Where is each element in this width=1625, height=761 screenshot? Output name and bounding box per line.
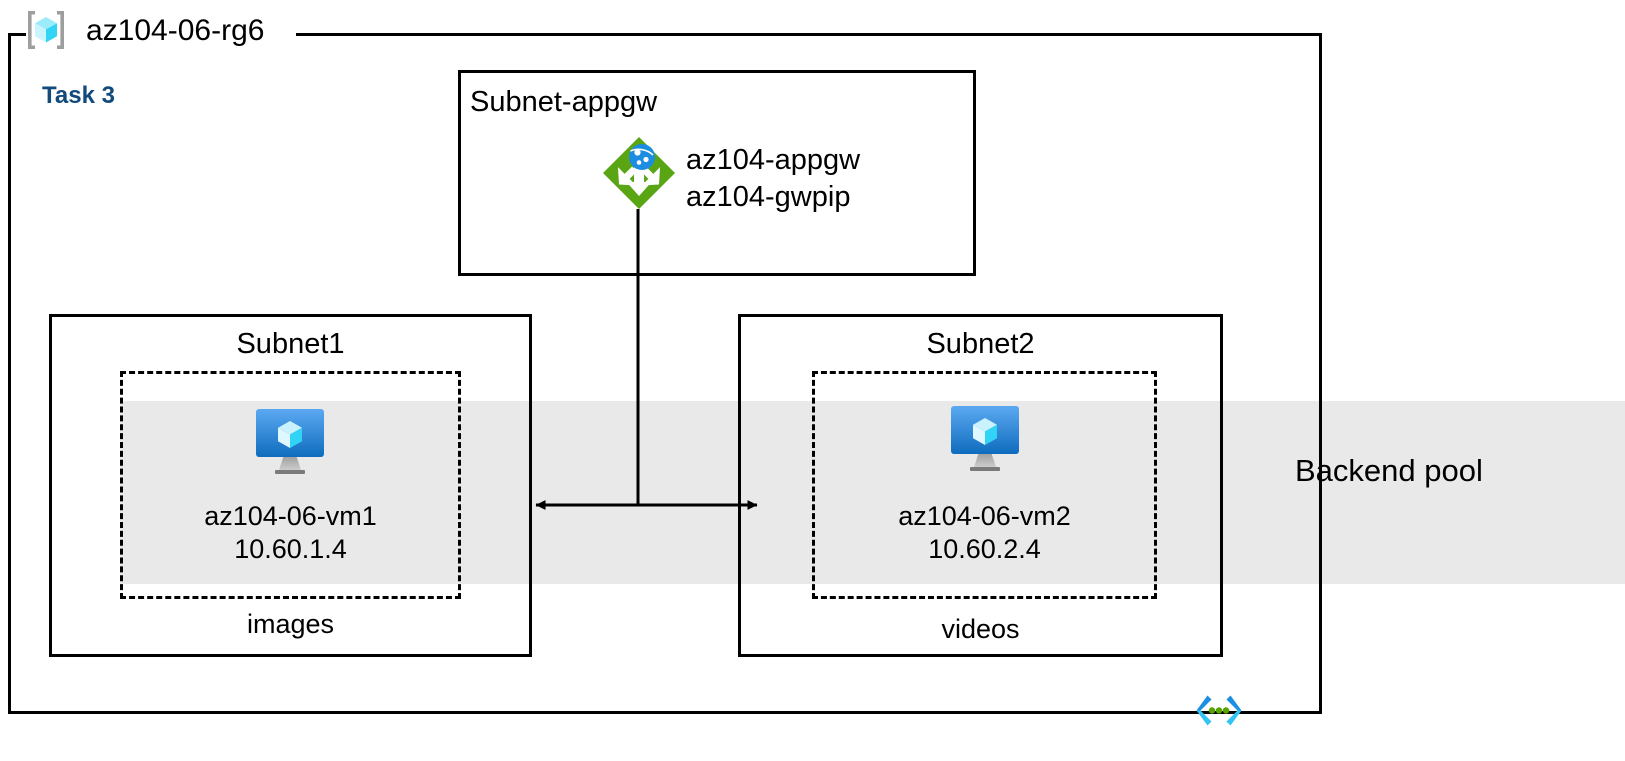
subnet1-vm-group (120, 371, 461, 599)
subnet2-footer-label: videos (941, 614, 1020, 644)
subnet2-vm-ip: 10.60.2.4 (928, 534, 1041, 564)
subnet2-vm-group (812, 371, 1157, 599)
subnet1-vm-ip: 10.60.1.4 (234, 534, 347, 564)
subnet1-footer-label: images (246, 609, 335, 639)
subnet1-vm-name: az104-06-vm1 (204, 501, 377, 531)
resource-group-title: az104-06-rg6 (86, 14, 265, 47)
subnet-appgw-box (458, 70, 976, 276)
appgw-name-line-2: az104-gwpip (686, 181, 851, 213)
subnet1-title: Subnet1 (236, 328, 345, 360)
subnet-appgw-title: Subnet-appgw (470, 86, 658, 118)
task-label: Task 3 (42, 82, 115, 109)
subnet1-box (49, 314, 532, 657)
virtual-machine-icon (945, 402, 1025, 475)
appgw-name-line-1: az104-appgw (686, 144, 861, 176)
virtual-machine-icon (250, 405, 330, 478)
backend-pool-band (120, 401, 1625, 584)
arm-template-code-icon (1192, 692, 1246, 732)
backend-pool-label: Backend pool (1295, 453, 1483, 488)
subnet2-vm-name: az104-06-vm2 (898, 501, 1071, 531)
subnet2-title: Subnet2 (926, 328, 1035, 360)
azure-resource-group-icon (22, 6, 70, 54)
resource-group-label-notch (26, 20, 296, 48)
subnet2-box (738, 314, 1223, 657)
application-gateway-icon (601, 135, 677, 211)
resource-group-box (8, 33, 1322, 714)
appgw-resource-labels: az104-appgw az104-gwpip (686, 142, 860, 216)
